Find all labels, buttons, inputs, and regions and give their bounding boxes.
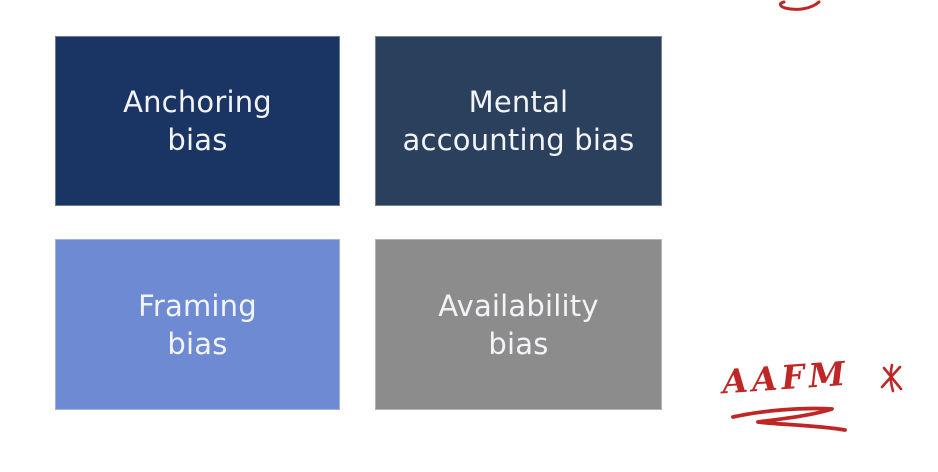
hand-drawn-hook-curve-icon: [778, 0, 821, 11]
mental-accounting-bias-box: Mental accounting bias: [375, 36, 662, 206]
framing-bias-label: Framing bias: [138, 288, 257, 361]
availability-bias-box: Availability bias: [375, 239, 662, 410]
anchoring-bias-label: Anchoring bias: [123, 85, 272, 157]
availability-bias-label: Availability bias: [438, 288, 599, 361]
underline-swoosh-icon: [731, 406, 847, 432]
anchoring-bias-box: Anchoring bias: [55, 36, 340, 206]
framing-bias-box: Framing bias: [55, 239, 340, 410]
mental-accounting-bias-label: Mental accounting bias: [402, 85, 635, 157]
handwritten-aafm-text: AAFM: [720, 353, 851, 402]
star-mark-icon: [880, 363, 903, 393]
